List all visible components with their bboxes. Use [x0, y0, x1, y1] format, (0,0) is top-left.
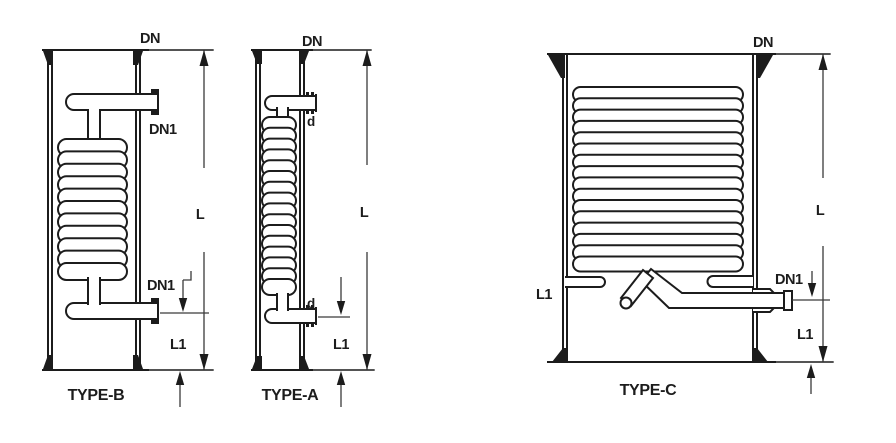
caption-type-a: TYPE-A	[262, 387, 320, 404]
label-dn-type-a: DN	[302, 34, 322, 50]
cooling-coil	[572, 86, 744, 273]
label-l1-type-a: L1	[333, 337, 349, 353]
dimension-lines	[160, 50, 209, 407]
label-d-top-type-a: d	[307, 114, 315, 129]
label-l-type-a: L	[360, 205, 369, 221]
inlet-port-top	[65, 89, 159, 142]
cooling-coil	[261, 116, 297, 296]
label-dn1-top-type-b: DN1	[149, 122, 177, 138]
label-l-type-b: L	[196, 207, 205, 223]
cooling-coil	[57, 138, 128, 281]
label-dn-type-c: DN	[753, 35, 773, 51]
figure-type-b: DN DN1 L DN1 L1 TYPE-B	[42, 31, 214, 407]
outlet-port-bottom	[264, 293, 317, 327]
outlet-port-bottom	[65, 276, 159, 324]
caption-type-c: TYPE-C	[620, 382, 678, 399]
dimension-lines	[318, 50, 372, 407]
label-d-bottom-type-a: d	[307, 296, 315, 311]
label-dn-type-b: DN	[140, 31, 160, 47]
dimension-lines	[792, 54, 830, 394]
label-l1-right-type-c: L1	[797, 327, 813, 343]
label-l1-left-type-c: L1	[536, 287, 552, 303]
figure-type-a: DN d L d L1 TYPE-A	[251, 34, 375, 407]
label-dn1-type-c: DN1	[775, 272, 803, 288]
label-l1-type-b: L1	[170, 337, 186, 353]
label-l-type-c: L	[816, 203, 825, 219]
label-dn1-bottom-type-b: DN1	[147, 278, 175, 294]
figure-type-c: DN DN1 L1 L L1 TYPE-C	[536, 35, 834, 399]
drain-tube-assembly	[619, 267, 793, 313]
inlet-port-top	[264, 92, 317, 119]
caption-type-b: TYPE-B	[68, 387, 125, 404]
coil-wall-stubs	[565, 275, 753, 288]
